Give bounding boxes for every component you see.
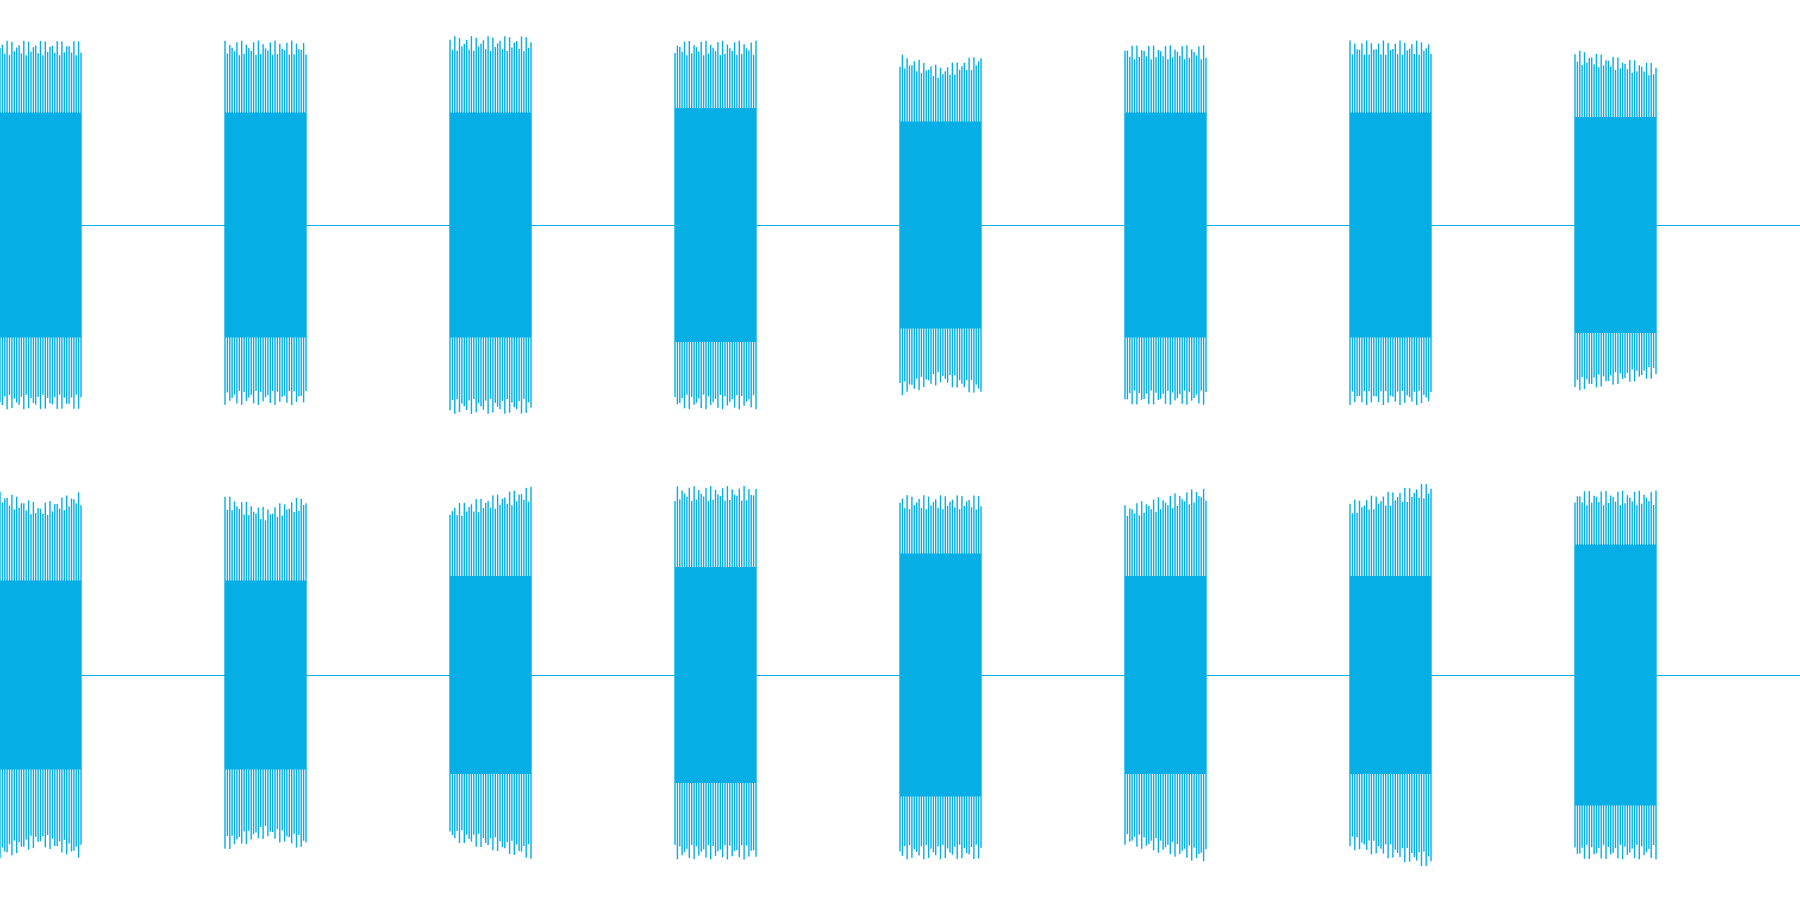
burst-oscillation bbox=[1124, 488, 1207, 862]
burst-2-6 bbox=[1124, 488, 1207, 862]
burst-oscillation bbox=[0, 40, 82, 410]
channel-left bbox=[0, 36, 1800, 414]
burst-oscillation bbox=[224, 496, 307, 849]
burst-oscillation bbox=[1574, 490, 1657, 860]
burst-oscillation bbox=[899, 495, 982, 860]
burst-oscillation bbox=[0, 491, 82, 859]
burst-oscillation bbox=[1349, 40, 1432, 405]
burst-oscillation bbox=[1574, 50, 1657, 391]
burst-oscillation bbox=[1349, 484, 1432, 866]
burst-oscillation bbox=[449, 486, 532, 859]
burst-oscillation bbox=[224, 40, 307, 405]
burst-2-5 bbox=[899, 495, 982, 860]
channel-right bbox=[0, 484, 1800, 866]
burst-oscillation bbox=[1124, 45, 1207, 405]
burst-2-3 bbox=[449, 486, 532, 859]
burst-oscillation bbox=[674, 486, 757, 860]
burst-oscillation bbox=[449, 36, 532, 414]
burst-2-4 bbox=[674, 486, 757, 860]
burst-1-4 bbox=[674, 40, 757, 410]
burst-1-7 bbox=[1349, 40, 1432, 405]
burst-oscillation bbox=[674, 40, 757, 410]
burst-1-2 bbox=[224, 40, 307, 405]
burst-2-1 bbox=[0, 491, 82, 859]
burst-2-2 bbox=[224, 496, 307, 849]
burst-2-7 bbox=[1349, 484, 1432, 866]
burst-1-8 bbox=[1574, 50, 1657, 391]
burst-1-6 bbox=[1124, 45, 1207, 405]
burst-1-3 bbox=[449, 36, 532, 414]
burst-1-5 bbox=[899, 54, 982, 396]
burst-oscillation bbox=[899, 54, 982, 396]
burst-2-8 bbox=[1574, 490, 1657, 860]
burst-1-1 bbox=[0, 40, 82, 410]
